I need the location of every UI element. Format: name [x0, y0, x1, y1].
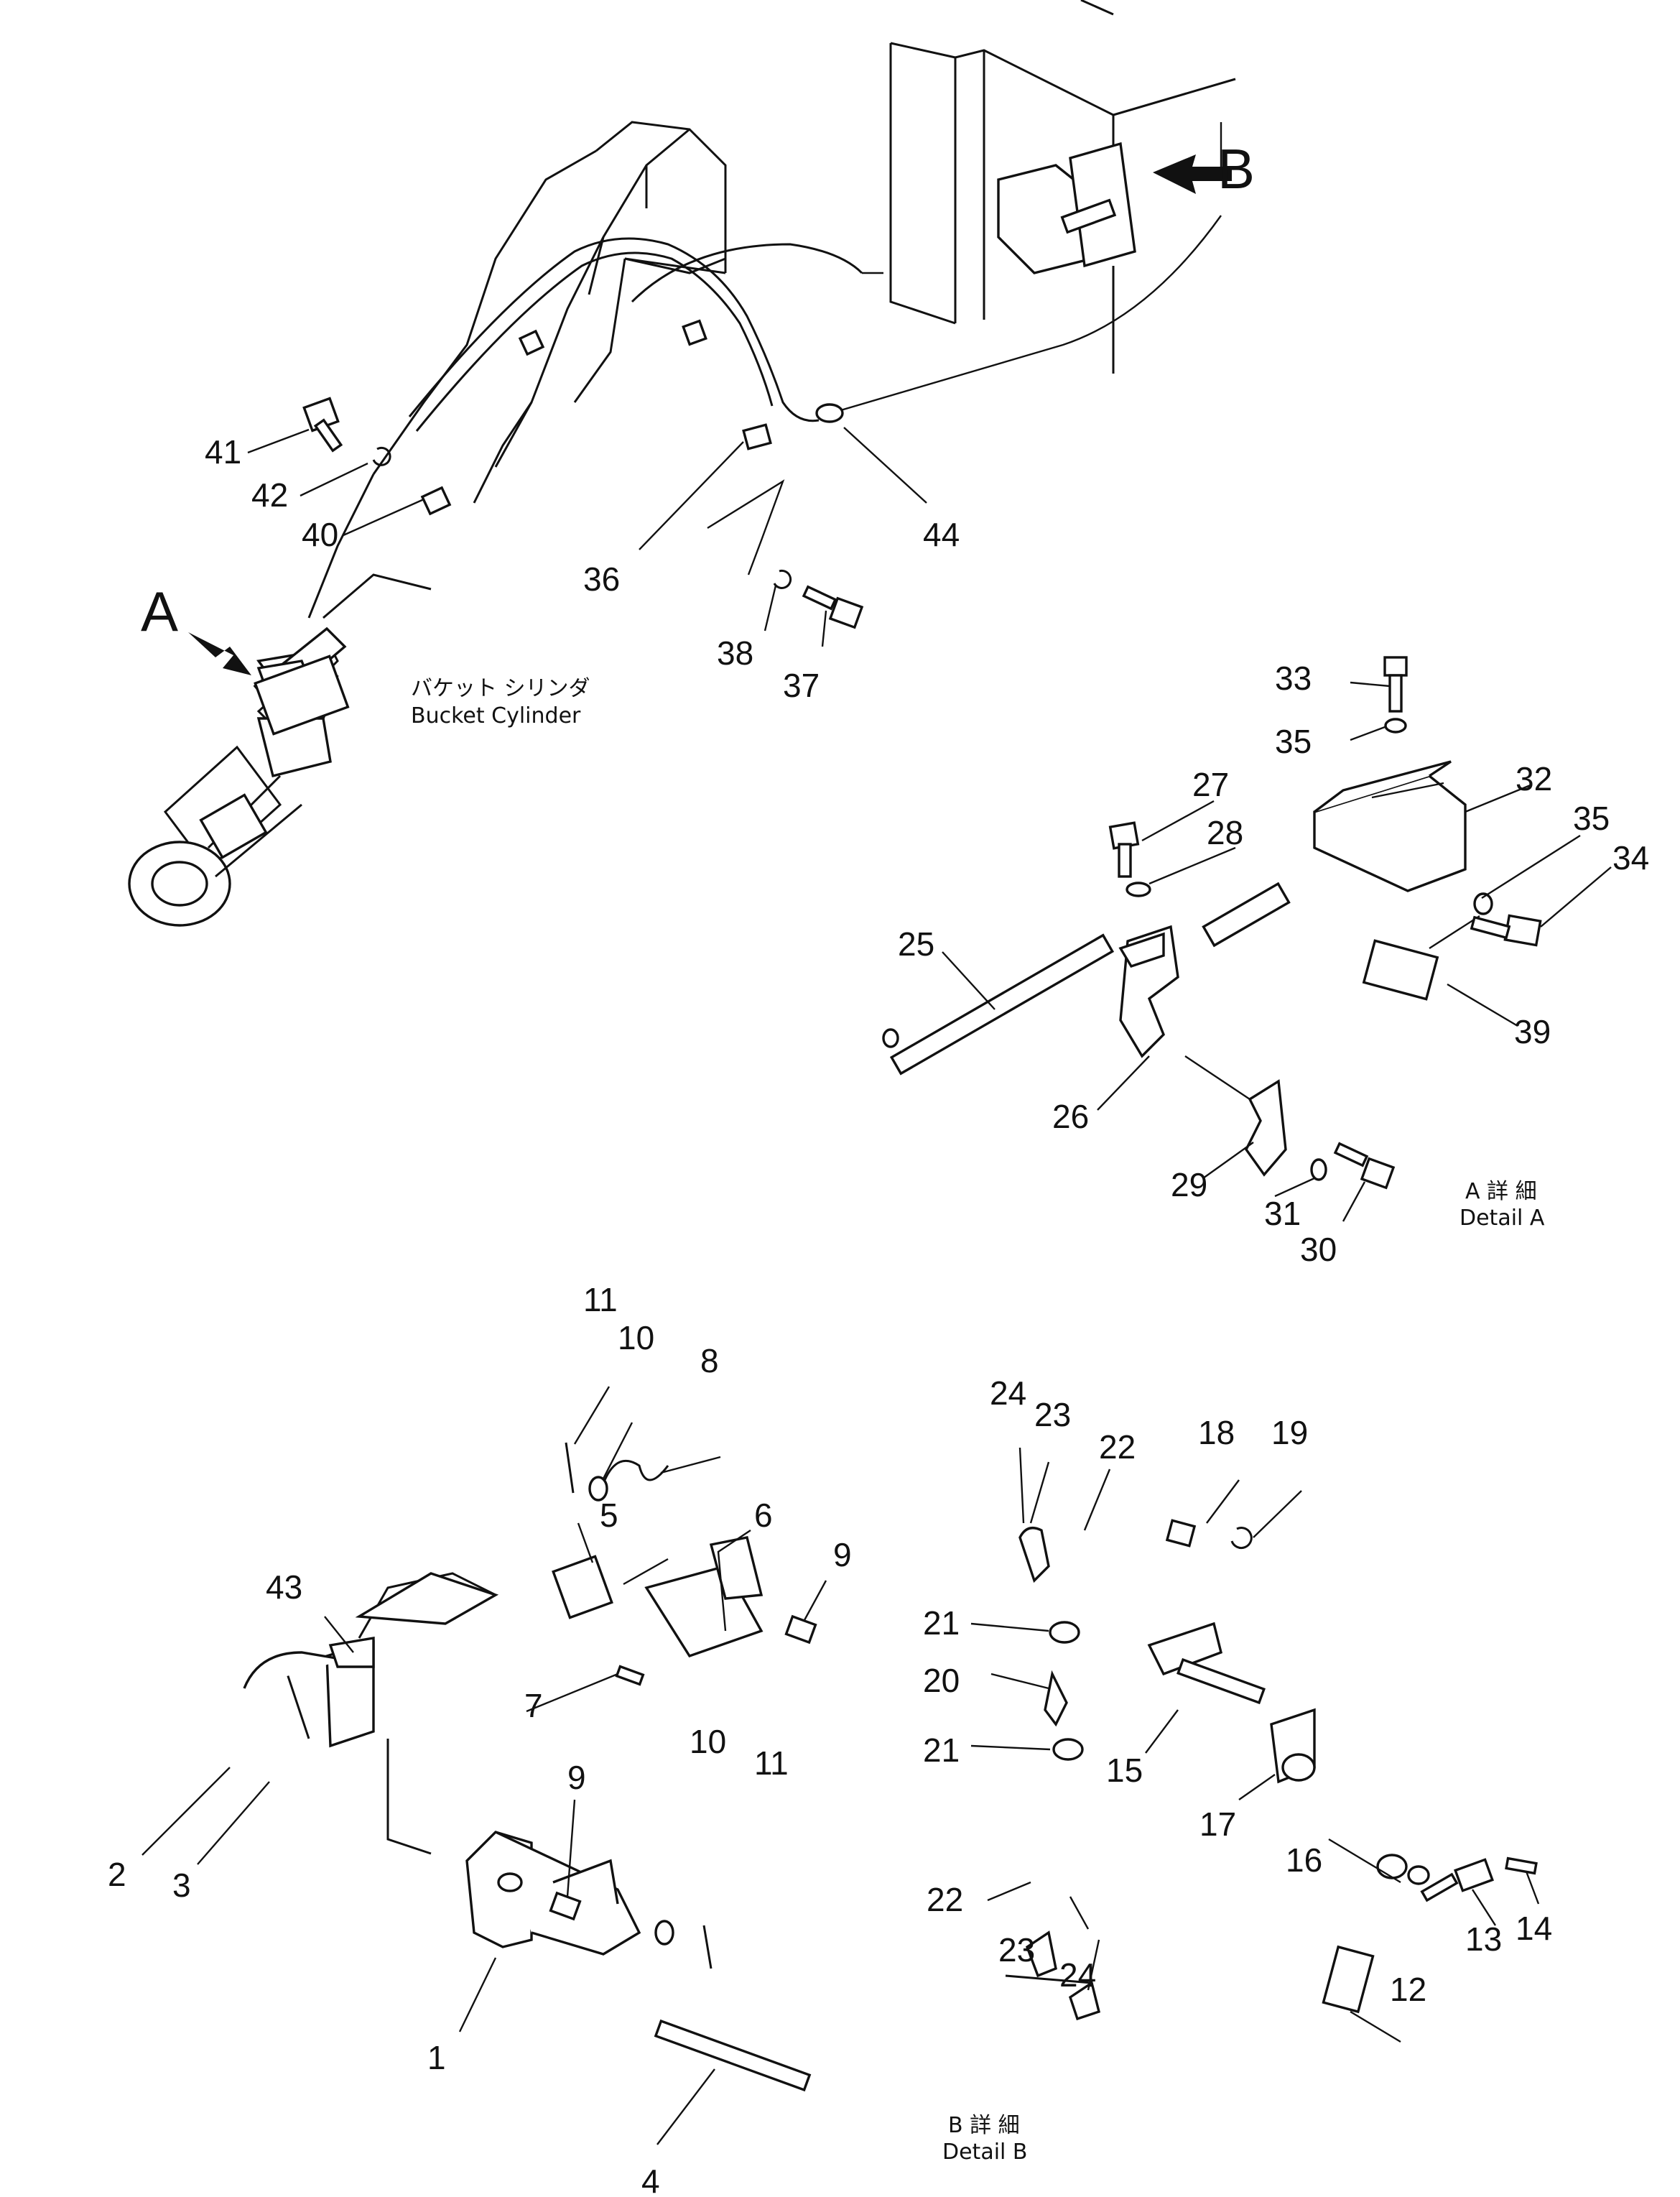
part-label: 35	[1275, 723, 1312, 760]
bucket-cylinder	[128, 573, 432, 927]
hardware-41-42	[302, 397, 391, 466]
part-label: 24	[1059, 1956, 1096, 1994]
detail-b-callout-top	[997, 142, 1136, 274]
detail-b-caption-jp: B 詳 細	[948, 2113, 1020, 2138]
part-label: 4	[641, 2163, 660, 2197]
view-marker-a: A	[141, 580, 251, 675]
part-label: 42	[251, 476, 288, 514]
part-label: 40	[302, 516, 338, 553]
part-label: 30	[1300, 1231, 1337, 1268]
svg-text:A: A	[141, 580, 178, 643]
part-label: 33	[1275, 660, 1312, 697]
part-label: 3	[172, 1867, 191, 1904]
part-label: 41	[205, 433, 241, 471]
part-label: 6	[754, 1497, 773, 1534]
part-label: 44	[923, 516, 960, 553]
part-label: 14	[1516, 1910, 1552, 1947]
leaders-detail-a	[942, 681, 1612, 1222]
detail-a-caption-jp: A 詳 細	[1465, 1179, 1537, 1204]
part-label: 10	[618, 1319, 654, 1356]
part-label: 17	[1199, 1805, 1236, 1843]
leaders-detail-b	[141, 1386, 1540, 2145]
part-label: 10	[690, 1723, 726, 1760]
part-label: 16	[1286, 1841, 1322, 1879]
part-label: 23	[1034, 1396, 1071, 1433]
detail-a-parts	[882, 656, 1542, 1190]
part-label: 25	[898, 925, 934, 963]
svg-text:B: B	[1217, 137, 1255, 200]
detail-a-caption-en: Detail A	[1459, 1206, 1545, 1231]
part-label: 19	[1271, 1414, 1308, 1451]
part-label: 7	[524, 1687, 543, 1724]
part-label: 13	[1465, 1920, 1502, 1958]
part-label: 36	[583, 560, 620, 598]
part-label: 22	[1099, 1428, 1136, 1466]
part-label: 8	[700, 1342, 719, 1379]
part-label: 1	[427, 2039, 446, 2076]
hardware-37-38	[773, 569, 864, 629]
part-labels: 41 42 40 36 44 38 37 33 35 32 35 34 27 2…	[108, 433, 1649, 2197]
bucket-cylinder-label-en: Bucket Cylinder	[411, 703, 581, 729]
part-label: 29	[1171, 1166, 1207, 1203]
bucket-cylinder-label-jp: バケット シリンダ	[411, 676, 590, 701]
part-label: 43	[266, 1568, 302, 1606]
view-marker-b: B	[1153, 137, 1255, 200]
part-label: 15	[1106, 1752, 1143, 1789]
part-label: 2	[108, 1856, 126, 1893]
part-label: 12	[1390, 1971, 1426, 2008]
part-label: 34	[1612, 839, 1649, 877]
part-label: 23	[998, 1931, 1035, 1969]
part-label: 20	[923, 1662, 960, 1699]
detail-b-caption-en: Detail B	[942, 2140, 1028, 2165]
part-label: 24	[990, 1374, 1026, 1412]
part-label: 39	[1514, 1013, 1551, 1050]
machine-body	[889, 0, 1236, 374]
part-label: 21	[923, 1604, 960, 1642]
part-label: 35	[1573, 800, 1610, 837]
boom-arm	[307, 121, 727, 619]
part-label: 28	[1207, 814, 1243, 851]
part-label: 11	[754, 1744, 789, 1782]
clamps	[420, 319, 844, 516]
part-label: 32	[1516, 760, 1552, 797]
part-label: 38	[717, 634, 753, 672]
part-label: 21	[923, 1731, 960, 1769]
part-label: 11	[583, 1281, 618, 1318]
part-label: 37	[783, 667, 820, 704]
detail-b-parts	[243, 1442, 1538, 2092]
part-label: 5	[600, 1497, 618, 1534]
part-label: 18	[1198, 1414, 1235, 1451]
hose-routing	[408, 215, 1222, 432]
part-label: 26	[1052, 1098, 1089, 1135]
part-label: 31	[1264, 1195, 1301, 1232]
part-label: 27	[1192, 766, 1229, 803]
leaders-top	[247, 427, 927, 647]
part-label: 9	[567, 1759, 586, 1796]
part-label: 9	[833, 1536, 852, 1573]
part-label: 22	[927, 1881, 963, 1918]
